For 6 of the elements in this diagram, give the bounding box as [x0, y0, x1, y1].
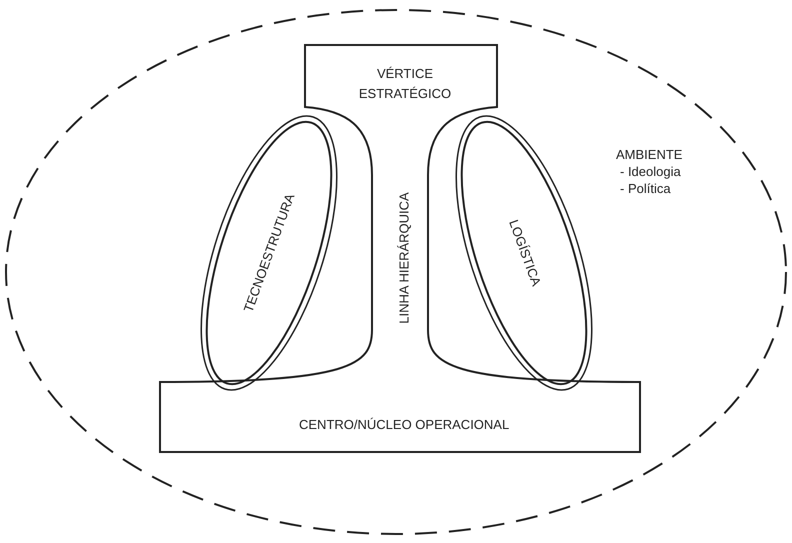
box-label: CENTRO/NÚCLEO OPERACIONAL — [299, 416, 510, 434]
rotated-label: LINHA HIERÁRQUICA — [395, 192, 412, 324]
environment-heading: AMBIENTE — [616, 146, 682, 163]
box-label: VÉRTICE ESTRATÉGICO — [358, 65, 452, 103]
environment-item: - Política — [619, 180, 672, 197]
environment-item: - Ideologia — [619, 163, 682, 180]
